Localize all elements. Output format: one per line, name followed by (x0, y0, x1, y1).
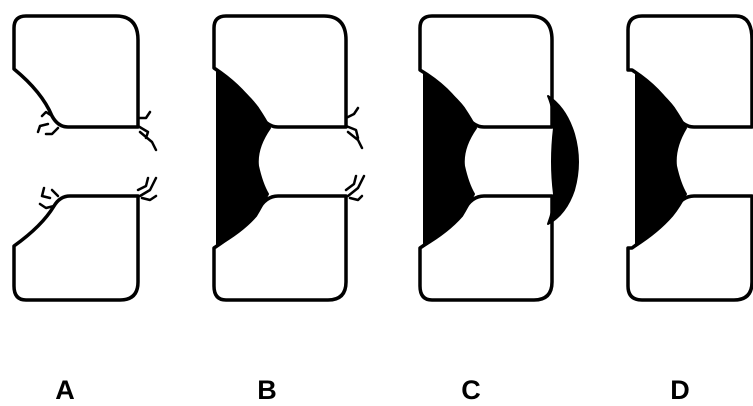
panel-c (420, 16, 578, 300)
upper-vertebra (14, 16, 138, 127)
panel-d (628, 16, 752, 300)
bridging-bone (217, 72, 270, 246)
panel-label-a: A (45, 374, 85, 406)
panel-label-c: C (451, 374, 491, 406)
lower-vertebra (14, 196, 138, 300)
panel-b (214, 16, 364, 300)
panel-label-d: D (660, 374, 700, 406)
anterior-bridge (424, 74, 476, 246)
panel-a (14, 16, 156, 300)
fused-anterior-bone (636, 74, 686, 246)
osteophyte-spurs (346, 108, 364, 200)
panel-label-b: B (247, 374, 287, 406)
